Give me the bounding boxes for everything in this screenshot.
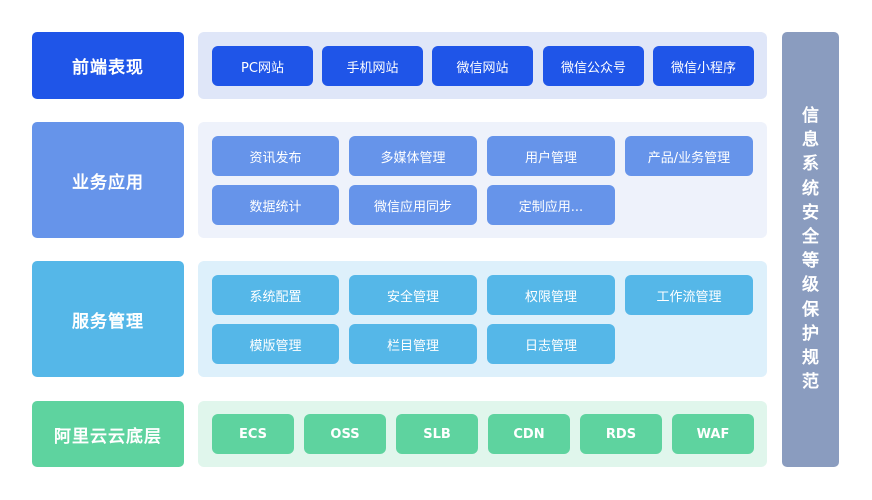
layer-label-service: 服务管理 <box>32 261 184 377</box>
item-column-management[interactable]: 栏目管理 <box>349 324 477 364</box>
side-char: 等 <box>802 251 819 272</box>
item-cdn[interactable]: CDN <box>488 414 570 454</box>
side-char: 级 <box>802 275 819 296</box>
layer-panel-frontend: PC网站 手机网站 微信网站 微信公众号 微信小程序 <box>198 32 767 99</box>
item-wechat-mini-program[interactable]: 微信小程序 <box>653 46 754 86</box>
item-slb[interactable]: SLB <box>396 414 478 454</box>
item-wechat-app-sync[interactable]: 微信应用同步 <box>349 185 477 225</box>
side-char: 息 <box>802 130 819 151</box>
side-char: 信 <box>802 106 819 126</box>
side-char: 护 <box>802 323 819 344</box>
item-oss[interactable]: OSS <box>304 414 386 454</box>
item-system-config[interactable]: 系统配置 <box>212 275 339 315</box>
side-char: 规 <box>802 347 819 368</box>
item-user-management[interactable]: 用户管理 <box>487 136 615 176</box>
side-char: 范 <box>802 372 819 393</box>
item-news-publish[interactable]: 资讯发布 <box>212 136 339 176</box>
layer-panel-service: 系统配置 安全管理 权限管理 工作流管理 模版管理 栏目管理 日志管理 <box>198 261 767 377</box>
item-product-business-management[interactable]: 产品/业务管理 <box>625 136 753 176</box>
item-pc-website[interactable]: PC网站 <box>212 46 313 86</box>
side-char: 系 <box>802 154 819 175</box>
item-multimedia-management[interactable]: 多媒体管理 <box>349 136 477 176</box>
item-rds[interactable]: RDS <box>580 414 662 454</box>
item-workflow-management[interactable]: 工作流管理 <box>625 275 753 315</box>
side-char: 安 <box>802 202 819 223</box>
side-char: 保 <box>802 299 819 320</box>
item-permission-management[interactable]: 权限管理 <box>487 275 615 315</box>
layer-label-cloud: 阿里云云底层 <box>32 401 184 467</box>
item-custom-apps[interactable]: 定制应用... <box>487 185 615 225</box>
item-wechat-official-account[interactable]: 微信公众号 <box>543 46 644 86</box>
item-wechat-website[interactable]: 微信网站 <box>432 46 533 86</box>
item-ecs[interactable]: ECS <box>212 414 294 454</box>
item-log-management[interactable]: 日志管理 <box>487 324 615 364</box>
item-security-management[interactable]: 安全管理 <box>349 275 477 315</box>
layer-label-business: 业务应用 <box>32 122 184 238</box>
layer-label-frontend: 前端表现 <box>32 32 184 99</box>
security-compliance-panel: 信 息 系 统 安 全 等 级 保 护 规 范 <box>782 32 839 467</box>
item-mobile-website[interactable]: 手机网站 <box>322 46 423 86</box>
item-waf[interactable]: WAF <box>672 414 754 454</box>
layer-panel-business: 资讯发布 多媒体管理 用户管理 产品/业务管理 数据统计 微信应用同步 定制应用… <box>198 122 767 238</box>
side-char: 全 <box>802 226 819 247</box>
item-template-management[interactable]: 模版管理 <box>212 324 339 364</box>
item-data-statistics[interactable]: 数据统计 <box>212 185 339 225</box>
side-char: 统 <box>802 178 819 199</box>
layer-panel-cloud: ECS OSS SLB CDN RDS WAF <box>198 401 767 467</box>
